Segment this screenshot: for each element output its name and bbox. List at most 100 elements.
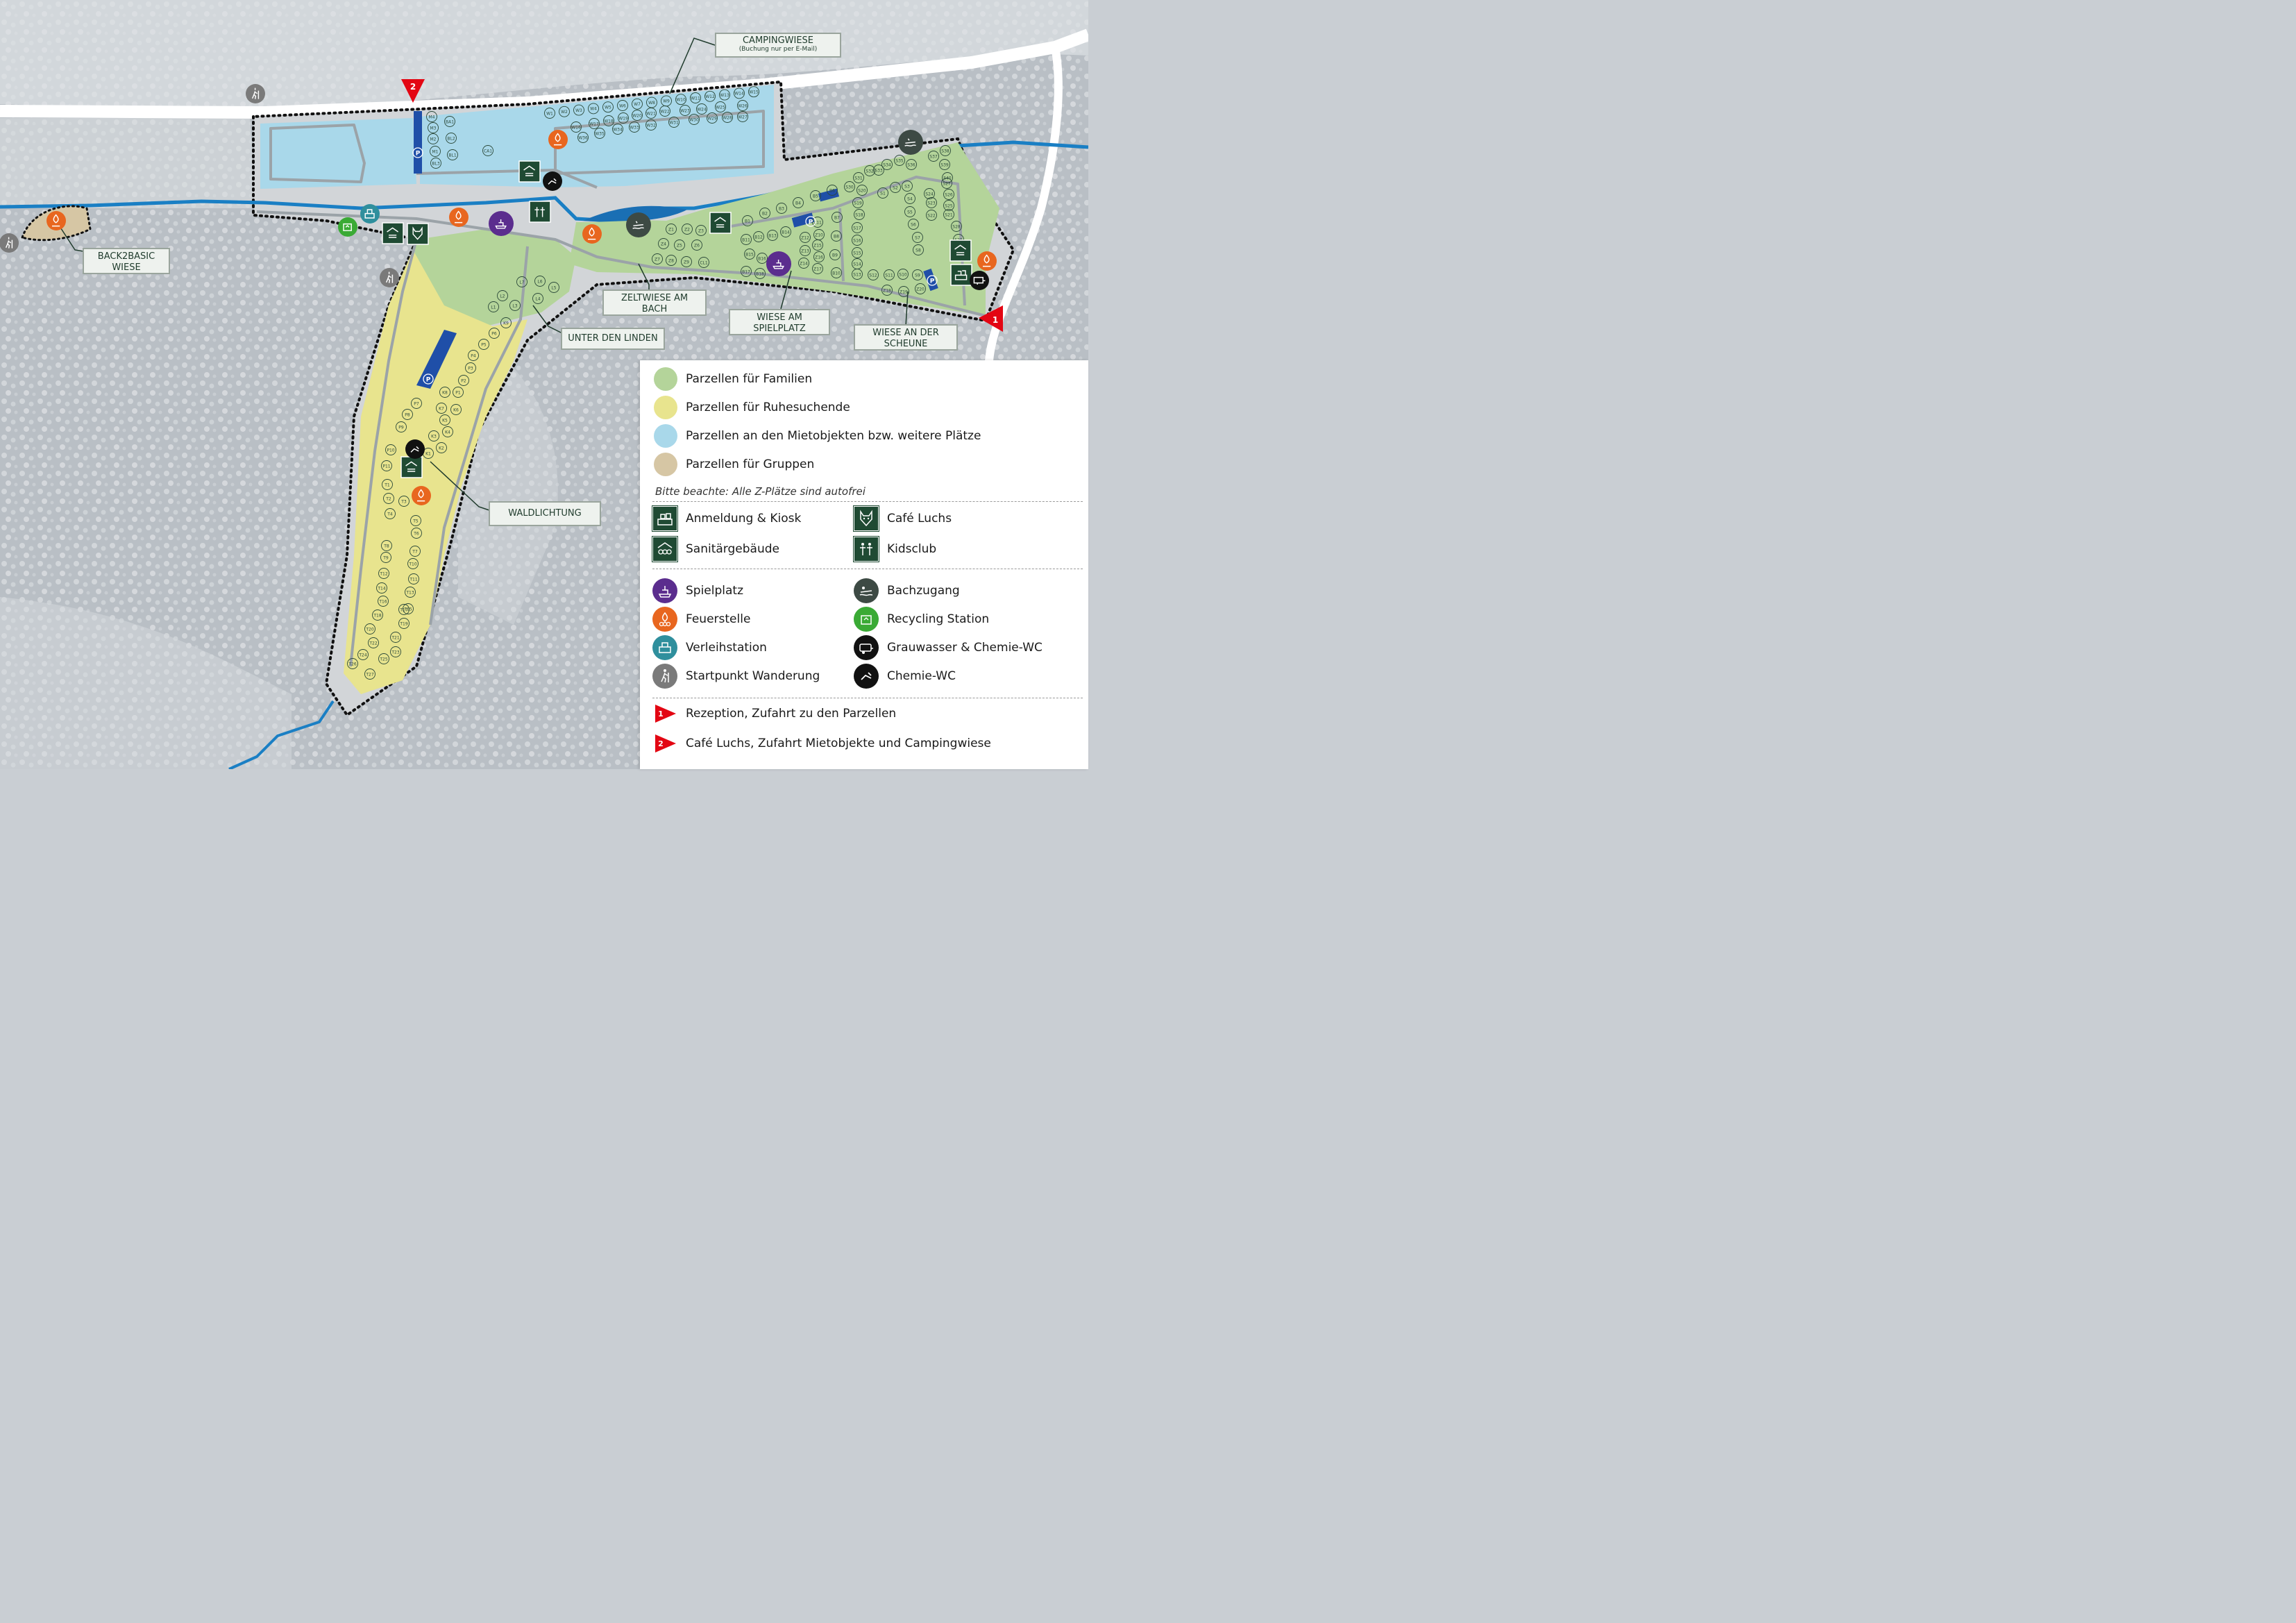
plot-marker[interactable]: S31 <box>853 172 864 183</box>
plot-marker[interactable]: S6 <box>908 219 919 230</box>
plot-marker[interactable]: Z13 <box>800 245 811 256</box>
plot-marker[interactable]: L6 <box>534 276 546 287</box>
plot-marker[interactable]: P3 <box>465 362 476 373</box>
plot-marker[interactable]: P11 <box>381 460 392 471</box>
plot-marker[interactable]: W35 <box>594 128 605 139</box>
plot-marker[interactable]: S12 <box>868 269 879 280</box>
plot-marker[interactable]: CL1 <box>698 257 709 268</box>
plot-marker[interactable]: S27 <box>941 178 952 189</box>
recycling-icon[interactable] <box>338 217 357 237</box>
plot-marker[interactable]: S15 <box>852 247 863 258</box>
plot-marker[interactable]: T16 <box>378 596 389 607</box>
plot-marker[interactable]: B17 <box>741 266 752 277</box>
plot-marker[interactable]: W31 <box>668 117 679 128</box>
plot-marker[interactable]: BL2 <box>446 133 457 144</box>
plot-marker[interactable]: S22 <box>926 210 937 221</box>
plot-marker[interactable]: W24 <box>696 103 707 115</box>
fireplace-icon[interactable] <box>548 130 568 149</box>
plot-marker[interactable]: B5 <box>810 190 821 201</box>
plot-marker[interactable]: W19 <box>618 112 629 124</box>
plot-marker[interactable]: S33 <box>873 165 884 176</box>
chemical-toilet-icon[interactable] <box>405 439 425 459</box>
sanitary-building-icon[interactable] <box>949 239 972 262</box>
plot-marker[interactable]: W34 <box>612 124 623 135</box>
plot-marker[interactable]: T11 <box>408 573 419 585</box>
plot-marker[interactable]: T15 <box>403 603 414 614</box>
plot-marker[interactable]: BL3 <box>430 158 441 169</box>
playground-icon[interactable] <box>766 251 791 276</box>
plot-marker[interactable]: K7 <box>436 403 447 414</box>
plot-marker[interactable]: S10 <box>897 269 909 280</box>
stream-access-icon[interactable] <box>898 130 923 155</box>
plot-marker[interactable]: CA1 <box>482 145 493 156</box>
plot-marker[interactable]: T5 <box>410 515 421 526</box>
plot-marker[interactable]: W33 <box>629 121 640 133</box>
plot-marker[interactable]: S24 <box>924 188 935 199</box>
plot-marker[interactable]: B7 <box>832 212 843 223</box>
plot-marker[interactable]: W13 <box>719 89 730 101</box>
sanitary-building-icon[interactable] <box>518 160 541 183</box>
plot-marker[interactable]: S8 <box>913 244 924 255</box>
plot-marker[interactable]: Z11 <box>812 217 823 228</box>
plot-marker[interactable]: S11 <box>884 269 895 280</box>
plot-marker[interactable]: S19 <box>852 197 863 208</box>
plot-marker[interactable]: W7 <box>632 98 643 110</box>
plot-marker[interactable]: W15 <box>748 86 759 98</box>
plot-marker[interactable]: W11 <box>690 92 701 103</box>
plot-marker[interactable]: T27 <box>364 668 375 680</box>
plot-marker[interactable]: T24 <box>357 649 369 660</box>
plot-marker[interactable]: B18 <box>754 268 766 279</box>
plot-marker[interactable]: W12 <box>704 90 716 102</box>
lynx-icon[interactable] <box>407 223 429 245</box>
plot-marker[interactable]: W5 <box>602 101 614 113</box>
plot-marker[interactable]: T6 <box>411 528 422 539</box>
plot-marker[interactable]: S26 <box>943 189 954 200</box>
plot-marker[interactable]: S3 <box>902 180 913 192</box>
hiking-start-icon[interactable] <box>380 268 399 287</box>
plot-marker[interactable]: L1 <box>488 301 499 312</box>
plot-marker[interactable]: W28 <box>722 112 733 123</box>
plot-marker[interactable]: L7 <box>516 276 527 287</box>
plot-marker[interactable]: B8 <box>831 230 842 242</box>
plot-marker[interactable]: S28 <box>951 221 962 232</box>
plot-marker[interactable]: B14 <box>780 226 791 237</box>
plot-marker[interactable]: K2 <box>436 442 447 453</box>
plot-marker[interactable]: B9 <box>829 249 841 260</box>
plot-marker[interactable]: S18 <box>854 209 865 220</box>
plot-marker[interactable]: P9 <box>396 421 407 432</box>
plot-marker[interactable]: W6 <box>617 100 628 111</box>
plot-marker[interactable]: T22 <box>368 637 379 648</box>
plot-marker[interactable]: S1 <box>877 187 888 199</box>
fireplace-icon[interactable] <box>449 208 469 227</box>
plot-marker[interactable]: S17 <box>852 222 863 233</box>
plot-marker[interactable]: M1 <box>430 146 441 157</box>
plot-marker[interactable]: T26 <box>347 658 358 669</box>
plot-marker[interactable]: Z7 <box>652 253 663 264</box>
plot-marker[interactable]: W23 <box>679 105 691 116</box>
plot-marker[interactable]: Z2 <box>682 224 693 235</box>
plot-marker[interactable]: B11 <box>741 234 752 245</box>
plot-marker[interactable]: S39 <box>939 159 950 170</box>
sanitary-building-icon[interactable] <box>382 222 404 244</box>
plot-marker[interactable]: W32 <box>645 119 657 131</box>
plot-marker[interactable]: Z6 <box>691 239 702 251</box>
plot-marker[interactable]: S23 <box>926 197 937 208</box>
plot-marker[interactable]: Z14 <box>798 258 809 269</box>
plot-marker[interactable]: P4 <box>468 350 479 361</box>
plot-marker[interactable]: Z15 <box>812 239 823 251</box>
plot-marker[interactable]: P7 <box>411 398 422 409</box>
plot-marker[interactable]: T14 <box>376 582 387 594</box>
entrance-marker-2[interactable]: 2 <box>401 79 425 103</box>
rental-station-icon[interactable] <box>360 204 380 224</box>
plot-marker[interactable]: W1 <box>544 108 555 119</box>
plot-marker[interactable]: M3 <box>428 122 439 133</box>
plot-marker[interactable]: B1 <box>742 215 753 226</box>
plot-marker[interactable]: W36 <box>577 132 589 143</box>
entrance-marker-1[interactable]: 1 <box>979 305 1003 332</box>
plot-marker[interactable]: T10 <box>407 558 419 569</box>
plot-marker[interactable]: W29 <box>707 112 718 124</box>
plot-marker[interactable]: S20 <box>856 185 868 196</box>
plot-marker[interactable]: T18 <box>372 609 383 621</box>
plot-marker[interactable]: T9 <box>380 552 391 563</box>
plot-marker[interactable]: Z8 <box>666 255 677 266</box>
